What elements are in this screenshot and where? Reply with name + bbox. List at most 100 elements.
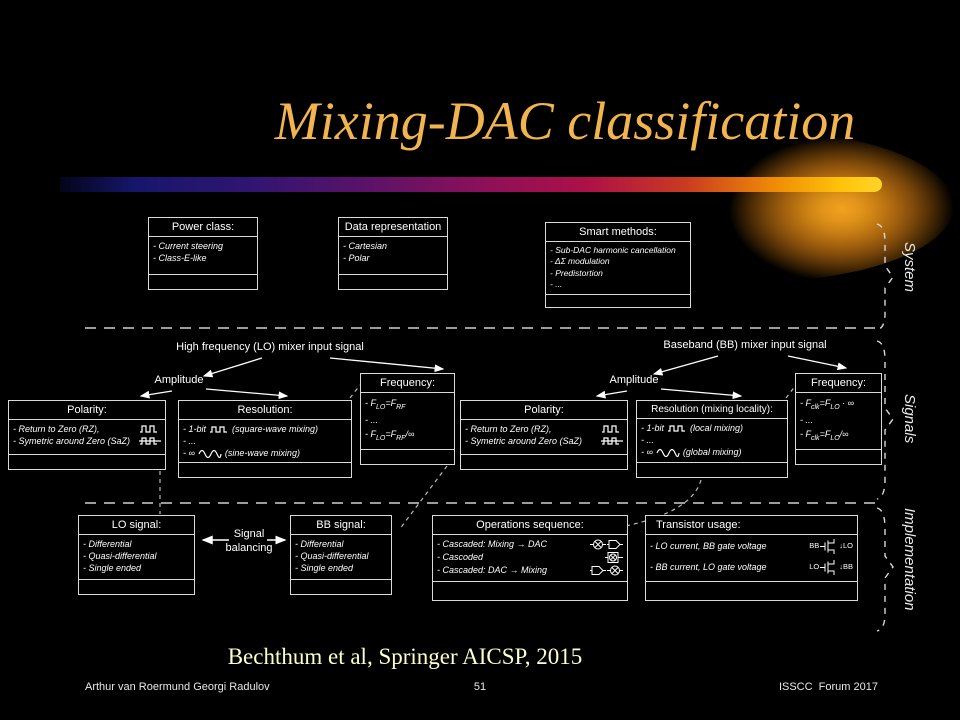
arrow-lo-to-frequency	[329, 357, 445, 373]
transistor-icon	[820, 539, 835, 554]
arrow-lo-to-amplitude	[202, 357, 263, 378]
item-text: - F	[800, 398, 811, 408]
square-wave-saz-icon	[601, 437, 623, 445]
operations-sequence-title: Operations sequence:	[433, 516, 627, 535]
list-item: - ∞ (global mixing)	[641, 446, 783, 458]
footer-page-number: 51	[473, 681, 487, 693]
resolution-right-body: - 1-bit (local mixing) - ... - ∞ (global…	[637, 419, 787, 463]
system-side-label: System	[901, 242, 918, 293]
box-empty-row	[433, 582, 627, 600]
item-text: · ∞	[839, 398, 855, 408]
polarity-left-title: Polarity:	[9, 401, 165, 420]
mixer-icon	[607, 565, 623, 576]
mixing-then-dac-icons	[590, 538, 623, 551]
subscript: RF	[396, 403, 406, 411]
transistor-symbol-lo-gate: LO ↓BB	[809, 559, 853, 576]
item-text: =F	[819, 398, 831, 408]
item-text: - LO current, BB gate voltage	[650, 541, 767, 552]
list-item: - FLO=FRF	[365, 396, 450, 413]
box-empty-row	[179, 463, 351, 477]
arrow-bb-to-amplitude	[652, 355, 719, 376]
item-text: - 1-bit	[183, 424, 207, 434]
item-text: - ∞	[183, 448, 195, 459]
subscript: LO	[830, 403, 840, 411]
subscript: LO	[376, 435, 386, 443]
polarity-right-title: Polarity:	[461, 401, 627, 420]
item-text: - Return to Zero (RZ),	[13, 424, 100, 434]
box-empty-row	[9, 455, 165, 469]
square-wave-saz-icon	[139, 437, 161, 445]
box-empty-row	[149, 275, 257, 289]
resolution-left-title: Resolution:	[179, 401, 351, 420]
item-text: - ∞	[641, 447, 653, 458]
subscript: LO	[830, 435, 840, 443]
list-item: - Predistortion	[550, 267, 603, 278]
list-item: - Single ended	[295, 563, 354, 574]
frequency-left-box: Frequency: - FLO=FRF - ... - FLO=FRF/∞	[360, 373, 455, 465]
lo-signal-box: LO signal: - Differential - Quasi-differ…	[78, 515, 195, 595]
item-text: - Return to Zero (RZ),	[465, 424, 552, 434]
polarity-right-box: Polarity: - Return to Zero (RZ), - Symet…	[460, 400, 628, 470]
subscript: RF	[396, 435, 406, 443]
arrow-amplitude-to-polarity-right	[595, 390, 628, 399]
polarity-left-body: - Return to Zero (RZ), - Symetric around…	[9, 420, 165, 455]
list-item: - ...	[800, 414, 813, 425]
list-item: - Fclk=FLO/∞	[800, 427, 877, 444]
polarity-left-box: Polarity: - Return to Zero (RZ), - Symet…	[8, 400, 166, 470]
list-item: - Fclk=FLO · ∞	[800, 396, 877, 413]
smart-methods-title: Smart methods:	[546, 223, 690, 242]
transistor-icon	[820, 560, 835, 575]
cascode-icons	[605, 551, 623, 564]
item-text: - Cascoded	[437, 552, 484, 563]
list-item: - Sub-DAC harmonic cancellation	[550, 245, 676, 255]
list-item: - Quasi-differential	[83, 551, 157, 562]
smart-methods-box: Smart methods: - Sub-DAC harmonic cancel…	[545, 222, 691, 308]
frequency-right-title: Frequency:	[796, 374, 881, 393]
item-text: - F	[365, 429, 376, 440]
subscript: LO	[376, 403, 386, 411]
list-item: - ∞ (sine-wave mixing)	[183, 447, 347, 459]
lo-mixer-input-header: High frequency (LO) mixer input signal	[176, 341, 364, 353]
footer-event: ISSCC Forum 2017	[778, 681, 878, 693]
subscript: clk	[811, 435, 820, 443]
bb-signal-title: BB signal:	[291, 516, 391, 535]
current-label: ↓BB	[839, 562, 853, 572]
operations-sequence-body: - Cascaded: Mixing → DAC - Cascoded - Ca…	[433, 535, 627, 582]
subscript: clk	[811, 403, 820, 411]
gate-label: LO	[809, 562, 820, 572]
gate-label: BB	[809, 541, 820, 551]
list-item: - Return to Zero (RZ),	[465, 423, 623, 435]
power-class-title: Power class:	[149, 218, 257, 237]
frequency-right-box: Frequency: - Fclk=FLO · ∞ - ... - Fclk=F…	[795, 373, 882, 465]
box-empty-row	[637, 463, 787, 477]
transistor-usage-box: Transistor usage: - LO current, BB gate …	[645, 515, 858, 601]
connector-frequency-to-bb-signal	[398, 465, 448, 531]
box-empty-row	[361, 450, 454, 464]
square-wave-icon	[668, 424, 686, 432]
lo-signal-body: - Differential - Quasi-differential - Si…	[79, 535, 194, 580]
dac-icon	[590, 566, 606, 575]
list-item: - Cartesian	[343, 241, 388, 251]
arrow-amplitude-to-resolution-right	[660, 388, 743, 400]
implementation-brace	[876, 507, 894, 632]
list-item: - Class-E-like	[153, 253, 207, 264]
resolution-left-body: - 1-bit (square-wave mixing) - ... - ∞ (…	[179, 420, 351, 464]
frequency-left-title: Frequency:	[361, 374, 454, 393]
item-text: /∞	[405, 429, 415, 440]
frequency-left-body: - FLO=FRF - ... - FLO=FRF/∞	[361, 393, 454, 450]
item-text: =F	[385, 398, 397, 408]
square-wave-icon	[602, 425, 619, 433]
page-title: Mixing-DAC classification	[274, 91, 856, 151]
item-text: - Cascaded: Mixing → DAC	[437, 539, 548, 550]
item-text: (sine-wave mixing)	[224, 448, 300, 459]
list-item: - Polar	[343, 253, 370, 264]
bb-mixer-input-header: Baseband (BB) mixer input signal	[663, 339, 827, 351]
item-text: - Symetric around Zero (SaZ)	[465, 436, 583, 447]
bb-signal-body: - Differential - Quasi-differential - Si…	[291, 535, 391, 580]
list-item: - Quasi-differential	[295, 551, 369, 562]
list-item: - Cascaded: DAC → Mixing	[437, 564, 623, 577]
square-wave-icon	[140, 425, 157, 433]
item-text: =F	[819, 429, 831, 440]
citation-text: Bechthum et al, Springer AICSP, 2015	[227, 644, 583, 669]
list-item: - FLO=FRF/∞	[365, 427, 450, 444]
